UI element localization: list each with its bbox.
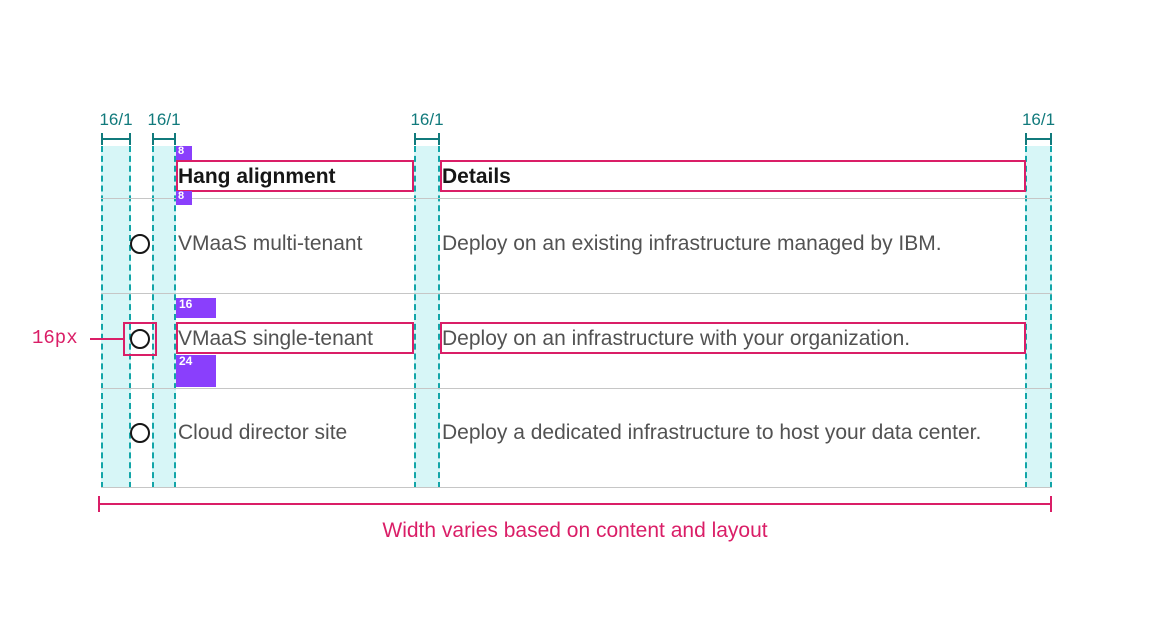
spacing-chip-24: 24 [176, 354, 216, 387]
spacing-chip-value: 8 [178, 145, 185, 157]
measure-16-1-gutter-2: 16/1 [147, 100, 181, 146]
measure-label: 16/1 [410, 110, 444, 129]
measure-cap-left [152, 133, 154, 145]
column-header-name: Hang alignment [178, 165, 336, 188]
radio-button-row-3[interactable] [130, 423, 150, 443]
rule-header-bottom [101, 198, 1052, 199]
measure-cap-right [1050, 133, 1052, 145]
column-header-details: Details [442, 165, 511, 188]
spacing-chip-value: 8 [178, 190, 185, 202]
right-edge-guide [1025, 146, 1052, 488]
leader-label-16px: 16px [32, 327, 78, 349]
measure-label: 16/1 [99, 110, 133, 129]
annotation-box-header-name [176, 160, 414, 192]
dimension-cap-right [1050, 496, 1052, 512]
annotation-box-header-details [440, 160, 1026, 192]
rule-row-1-bottom [101, 293, 1052, 294]
spacing-chip-value: 24 [179, 354, 193, 368]
annotation-box-radio-row-2 [123, 322, 157, 356]
rule-row-3-bottom [101, 487, 1052, 488]
measure-bar [1025, 138, 1052, 140]
annotation-box-row-2-details [440, 322, 1026, 354]
spacing-chip-16: 16 [176, 297, 216, 318]
row-3-name: Cloud director site [178, 421, 348, 444]
measure-cap-left [1025, 133, 1027, 145]
gutter-guide-1 [101, 146, 131, 488]
width-caption: Width varies based on content and layout [382, 519, 768, 542]
spacing-chip-8-bottom: 8 [176, 190, 192, 205]
measure-16-1-details: 16/1 [410, 100, 444, 146]
measure-label: 16/1 [1021, 110, 1056, 129]
dimension-bar [98, 503, 1052, 505]
measure-cap-right [174, 133, 176, 145]
row-2-details: Deploy on an infrastructure with your or… [442, 327, 911, 350]
measure-16-1-gutter-1: 16/1 [99, 100, 133, 146]
rule-row-2-bottom [101, 388, 1052, 389]
width-dimension-line [98, 496, 1052, 519]
measure-bar [414, 138, 440, 140]
measure-label: 16/1 [147, 110, 181, 129]
radio-button-row-1[interactable] [130, 234, 150, 254]
measure-cap-right [129, 133, 131, 145]
spacing-chip-8-top: 8 [176, 145, 192, 160]
measure-16-1-right-edge: 16/1 [1021, 100, 1056, 146]
leader-line [90, 338, 123, 340]
row-2-name: VMaaS single-tenant [178, 327, 373, 350]
measure-cap-right [438, 133, 440, 145]
spacing-chip-value: 16 [179, 297, 193, 311]
measure-cap-left [101, 133, 103, 145]
row-3-details: Deploy a dedicated infrastructure to hos… [442, 421, 982, 444]
dimension-cap-left [98, 496, 100, 512]
row-1-name: VMaaS multi-tenant [178, 232, 363, 255]
measure-bar [101, 138, 131, 140]
measure-bar [152, 138, 176, 140]
radio-button-row-2[interactable] [130, 329, 150, 349]
row-1-details: Deploy on an existing infrastructure man… [442, 232, 942, 255]
measure-cap-left [414, 133, 416, 145]
annotation-box-row-2-name [176, 322, 414, 354]
gutter-guide-2 [152, 146, 176, 488]
details-column-guide [414, 146, 440, 488]
